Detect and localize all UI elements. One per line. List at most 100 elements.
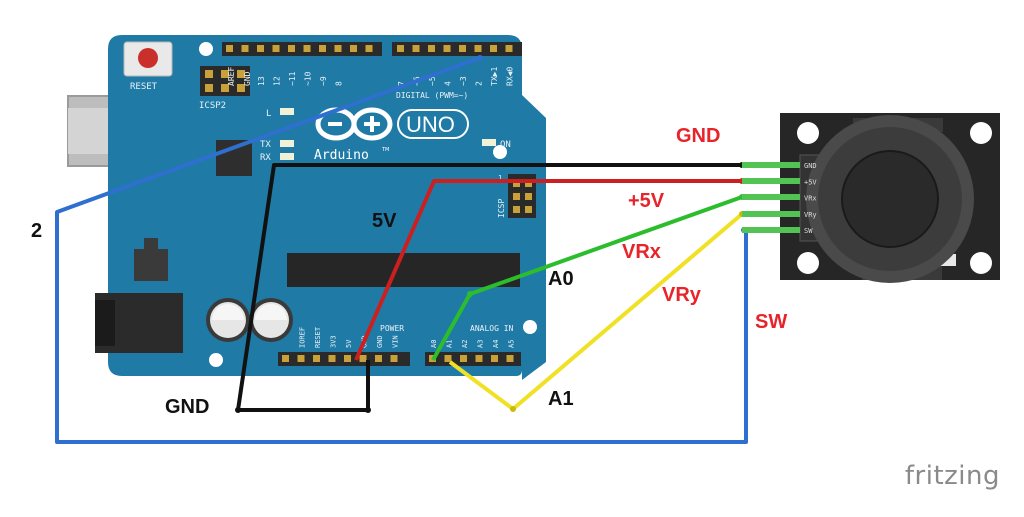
analog-pin-label: A3: [477, 340, 485, 348]
digital-pin-label: ~10: [304, 71, 313, 86]
arduino-brand-label: Arduino: [314, 148, 369, 163]
joystick-pin-label: VRx: [804, 195, 817, 203]
mount-hole: [199, 42, 213, 56]
pin-hole: [334, 45, 342, 52]
gnd-joystick-label: GND: [676, 125, 721, 147]
vry-label: VRy: [662, 284, 701, 306]
pin-hole: [359, 355, 367, 362]
digital-pin-label: ~3: [459, 76, 468, 86]
analog-pin-label: A1: [446, 340, 454, 348]
analog-pin-label: A4: [492, 340, 500, 348]
pin-hole: [491, 355, 498, 362]
uno-label: UNO: [406, 112, 455, 137]
5v-board-label: 5V: [372, 210, 397, 232]
pin-hole: [328, 355, 336, 362]
on-led: [482, 139, 496, 146]
pcb: [108, 35, 546, 380]
pin-hole: [226, 45, 233, 52]
pin2-label: 2: [31, 220, 43, 242]
digital-pin-label: 4: [444, 81, 453, 86]
pin-hole: [282, 355, 289, 362]
pin-hole: [297, 355, 305, 362]
digital-pin-label: 7: [397, 81, 406, 86]
pin-hole: [313, 355, 320, 362]
digital-pin-label: 12: [273, 76, 282, 86]
pin-hole: [490, 45, 497, 52]
tx-label: TX: [260, 140, 271, 150]
pin-hole: [474, 45, 482, 52]
regulator: [134, 249, 168, 281]
gnd-board-label: GND: [165, 396, 210, 418]
pin-hole: [344, 355, 351, 362]
on-label: ON: [500, 140, 511, 150]
digital-pin-label: ~11: [288, 71, 297, 86]
pin-hole: [506, 355, 514, 362]
mount-hole: [797, 252, 819, 274]
pin-hole: [257, 45, 264, 52]
capacitor: [249, 298, 293, 342]
digital-header-right: [392, 42, 522, 56]
a1-label: A1: [548, 388, 574, 410]
reset-label: RESET: [130, 82, 158, 92]
pin-hole: [428, 45, 435, 52]
icsp-label: ICSP: [497, 199, 506, 218]
mount-hole: [970, 252, 992, 274]
digital-pin-label: TX▶1: [490, 67, 499, 86]
joystick-knob[interactable]: [806, 115, 974, 283]
analog-pin-label: A2: [461, 340, 469, 348]
wire-end: [477, 55, 483, 61]
wire-end: [467, 291, 473, 297]
wire-end: [235, 407, 241, 413]
pin-hole: [444, 355, 452, 362]
power-pin-label: RESET: [314, 326, 322, 348]
pin-hole: [505, 45, 513, 52]
power-pin-label: VIN: [392, 335, 400, 348]
tx-led: [280, 140, 294, 147]
digital-pin-label: RX◀0: [506, 67, 515, 86]
pin-hole: [303, 45, 311, 52]
digital-pin-label: ~9: [319, 76, 328, 86]
joystick-pin-label: SW: [804, 227, 813, 235]
pin-hole: [475, 355, 483, 362]
joystick-pin-header: [742, 162, 800, 233]
wires: [55, 55, 800, 444]
mount-hole: [970, 122, 992, 144]
analog-pin-label: A0: [430, 340, 438, 348]
digital-pin-label: 8: [335, 81, 344, 86]
reset-button-cap: [138, 48, 158, 68]
pin-hole: [460, 355, 467, 362]
joystick-pin-label: +5V: [804, 178, 817, 186]
pin-hole: [272, 45, 280, 52]
digital-pin-label: ~5: [428, 76, 437, 86]
digital-label: DIGITAL (PWM=~): [396, 91, 468, 100]
mount-hole: [209, 353, 223, 367]
analog-label: ANALOG IN: [470, 324, 514, 333]
mount-hole: [493, 145, 507, 159]
rx-label: RX: [260, 153, 271, 163]
pin-hole: [412, 45, 420, 52]
arduino-logo: [315, 107, 393, 141]
mount-hole: [797, 122, 819, 144]
icsp2-label: ICSP2: [199, 101, 226, 111]
pin-hole: [288, 45, 295, 52]
aref-label: AREF: [227, 67, 236, 86]
digital-pin-label: 13: [257, 76, 266, 86]
icsp2-header: [200, 66, 250, 96]
5v-joystick-label: +5V: [628, 190, 665, 212]
5v-wire: [354, 179, 742, 361]
tm-label: TM: [381, 147, 389, 153]
pin-hole: [375, 355, 382, 362]
pin-hole: [459, 45, 466, 52]
fritzing-logo: fritzing: [904, 461, 1000, 491]
joystick-pin-label: GND: [804, 162, 817, 170]
pin-hole: [390, 355, 398, 362]
power-pin-label: 3V3: [330, 335, 338, 348]
rx-led: [280, 153, 294, 160]
atmega-chip: [287, 253, 520, 287]
usb-chip: [216, 140, 252, 176]
wire-end: [510, 406, 516, 412]
l-label: L: [266, 109, 271, 119]
